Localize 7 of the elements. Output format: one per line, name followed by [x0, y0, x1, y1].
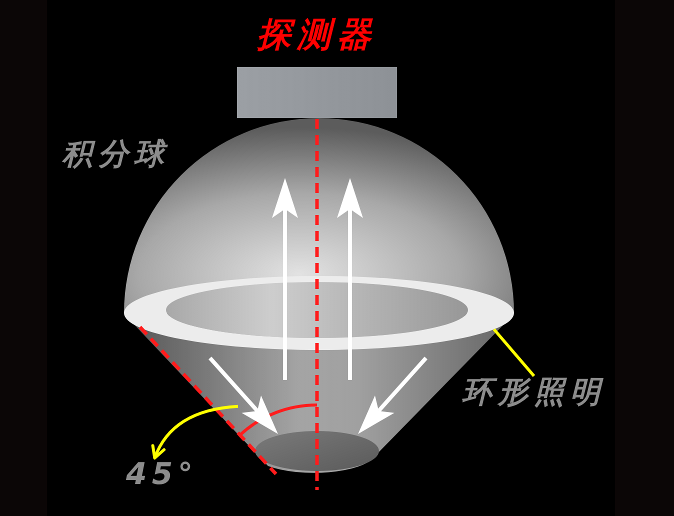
angle-arc — [238, 403, 318, 437]
detector-title: 探测器 — [257, 16, 377, 56]
leader-line — [492, 328, 536, 377]
angle-label: 45° — [126, 458, 198, 492]
sphere-label: 积分球 — [62, 138, 170, 172]
arrow — [152, 404, 238, 460]
ring-light-label: 环形照明 — [462, 376, 606, 410]
